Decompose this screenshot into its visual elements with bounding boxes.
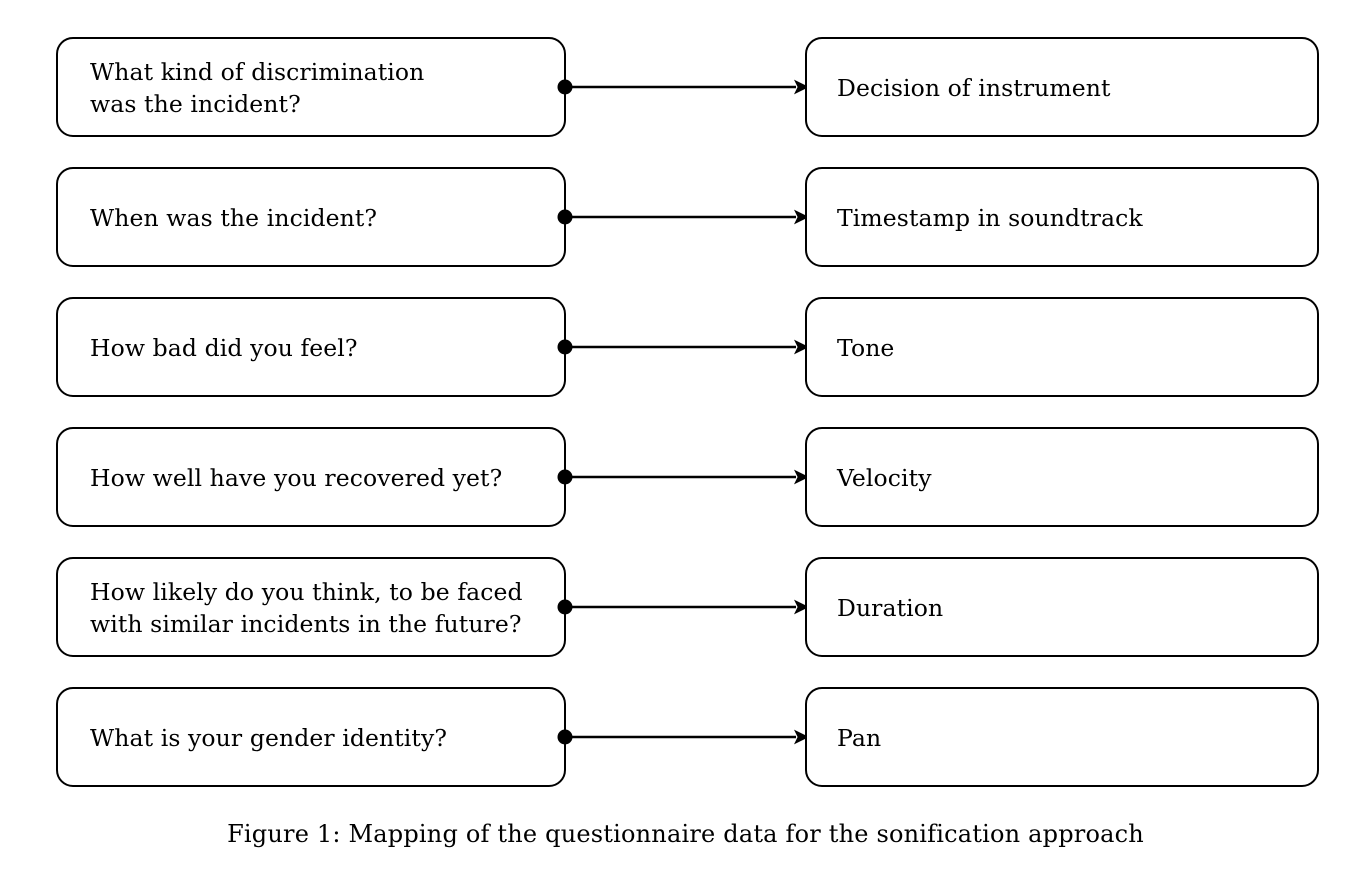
sound-parameter-box-6[interactable]: Pan: [805, 687, 1319, 787]
connector-arrow-1: [557, 79, 809, 95]
mapping-row: How well have you recovered yet? Velocit…: [0, 427, 1371, 527]
sound-parameter-label-6: Pan: [837, 723, 882, 752]
mapping-row: When was the incident? Timestamp in soun…: [0, 167, 1371, 267]
sound-parameter-box-5[interactable]: Duration: [805, 557, 1319, 657]
sound-parameter-box-4[interactable]: Velocity: [805, 427, 1319, 527]
connector-arrow-6: [557, 729, 809, 745]
connector-arrow-4: [557, 469, 809, 485]
mapping-row: How likely do you think, to be faced wit…: [0, 557, 1371, 657]
question-box-1[interactable]: What kind of discrimination was the inci…: [56, 37, 566, 137]
question-box-5[interactable]: How likely do you think, to be faced wit…: [56, 557, 566, 657]
connector-arrow-2: [557, 209, 809, 225]
mapping-row: What is your gender identity? Pan: [0, 687, 1371, 787]
sound-parameter-label-4: Velocity: [837, 463, 932, 492]
sound-parameter-box-1[interactable]: Decision of instrument: [805, 37, 1319, 137]
sound-parameter-box-2[interactable]: Timestamp in soundtrack: [805, 167, 1319, 267]
question-box-3[interactable]: How bad did you feel?: [56, 297, 566, 397]
mapping-row: How bad did you feel? Tone: [0, 297, 1371, 397]
question-label-3: How bad did you feel?: [90, 333, 358, 362]
question-label-5: How likely do you think, to be faced wit…: [90, 577, 523, 638]
mapping-row: What kind of discrimination was the inci…: [0, 37, 1371, 137]
figure-caption: Figure 1: Mapping of the questionnaire d…: [227, 820, 1144, 848]
sound-parameter-label-2: Timestamp in soundtrack: [837, 203, 1143, 232]
connector-arrow-3: [557, 339, 809, 355]
question-box-6[interactable]: What is your gender identity?: [56, 687, 566, 787]
question-label-2: When was the incident?: [90, 203, 378, 232]
sound-parameter-box-3[interactable]: Tone: [805, 297, 1319, 397]
sound-parameter-label-1: Decision of instrument: [837, 73, 1111, 102]
connector-arrow-5: [557, 599, 809, 615]
sound-parameter-label-5: Duration: [837, 593, 944, 622]
question-label-1: What kind of discrimination was the inci…: [90, 57, 425, 118]
question-label-6: What is your gender identity?: [90, 723, 448, 752]
question-label-4: How well have you recovered yet?: [90, 463, 503, 492]
question-box-4[interactable]: How well have you recovered yet?: [56, 427, 566, 527]
sound-parameter-label-3: Tone: [837, 333, 895, 362]
question-box-2[interactable]: When was the incident?: [56, 167, 566, 267]
